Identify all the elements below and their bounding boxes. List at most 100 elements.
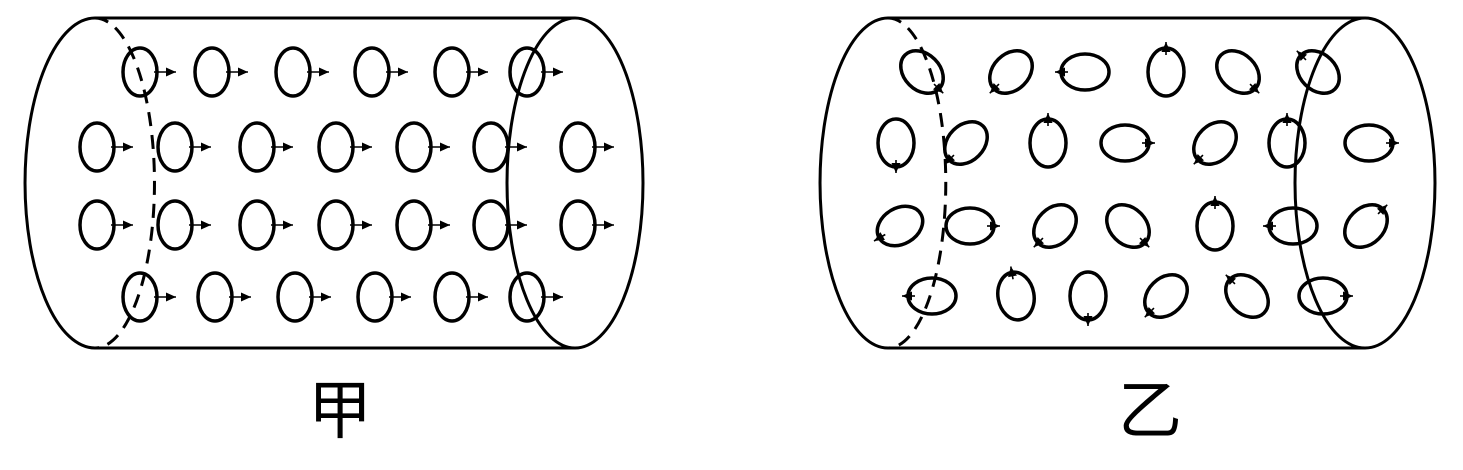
magnetic-domain [1263,206,1319,246]
magnetization-arrow-head [166,67,176,77]
magnetic-domain [559,121,614,173]
domain-loop [317,199,355,251]
magnetization-arrow-head [990,221,1000,231]
magnetic-domain [902,276,958,316]
magnetic-domain [78,121,133,173]
magnetic-domain [1143,273,1189,319]
domain-loop [274,46,312,98]
magnetization-arrow-head [283,220,293,230]
magnetic-domain [156,121,211,173]
magnetic-domain [899,49,945,95]
magnetization-arrow-head [932,82,944,94]
magnetization-arrow-head [1055,67,1065,77]
magnetization-arrow-head [362,220,372,230]
magnetization-arrow-head [123,142,133,152]
domain-loop [876,117,916,169]
domain-loop [1028,117,1068,169]
domain-loop [238,121,276,173]
magnetization-arrow-head [283,142,293,152]
magnetic-domain [1343,203,1389,249]
magnetic-domain [1028,113,1068,169]
cylinder-left-end-hidden [94,16,156,350]
domain-loop [508,46,546,98]
domain-loop [317,121,355,173]
magnetic-domain [1192,120,1238,166]
magnetization-arrow-head [478,292,488,302]
magnetization-arrow-head [1296,50,1308,62]
domain-loop [1195,200,1235,252]
magnetization-arrow-head [398,67,408,77]
domain-loop [78,121,116,173]
domain-loop [875,204,925,248]
magnetization-arrow-head [874,232,885,241]
domain-loop [156,121,194,173]
magnetic-domain [78,199,133,251]
magnetic-domain [1068,270,1108,326]
magnetization-arrow-head [1145,138,1155,148]
cylinder-left-end-front [23,16,96,350]
domain-loop [196,271,234,323]
magnetization-arrow-head [478,67,488,77]
magnetization-arrow-head [241,292,251,302]
magnetization-arrow-head [1033,236,1045,248]
domain-loop [1297,276,1349,316]
magnetic-domain [121,46,176,98]
domain-loop [1099,123,1151,163]
magnetization-arrow-head [321,292,331,302]
domain-loop [559,121,597,173]
domain-loop [121,271,159,323]
magnetization-arrow-head [604,142,614,152]
domain-loop [78,199,116,251]
magnetic-domain [1297,276,1353,316]
figure-label-jia: 甲 [308,375,372,449]
magnetic-domain [353,46,408,98]
magnetic-domain [1146,42,1186,98]
magnetization-arrow-head [1389,138,1399,148]
magnetic-domain [873,204,925,248]
magnetization-arrow-head [362,142,372,152]
domain-loop [276,271,314,323]
magnetic-domain [276,271,331,323]
magnetization-arrow-head [891,163,901,173]
cylinder-right-end [1293,16,1437,350]
magnetic-domain [472,121,527,173]
domain-loop [433,46,471,98]
magnetic-domain [238,199,293,251]
domain-loop [356,271,394,323]
magnetic-domain [1032,203,1078,249]
magnetization-arrow-head [944,153,956,165]
domain-loop [353,46,391,98]
magnetization-arrow-head [553,292,563,302]
domain-loop [156,199,194,251]
magnetic-domain [1295,49,1341,95]
magnetization-arrow-head [1138,236,1150,248]
magnetic-domain [196,271,251,323]
magnetization-arrow-head [1343,291,1353,301]
magnetization-arrow-head [1263,221,1273,231]
domain-loop [433,271,471,323]
magnetic-domain [876,117,916,173]
magnetic-domain [1099,123,1155,163]
cylinder-figure-random [818,16,1437,350]
magnetic-domain [156,199,211,251]
magnetization-arrow-head [517,220,527,230]
magnetic-domain [395,199,450,251]
magnetic-domain [433,46,488,98]
magnetization-arrow-head [553,67,563,77]
magnetization-arrow-head [1144,306,1156,318]
magnetic-domain [508,46,563,98]
cylinder-right-end [505,16,645,350]
cylinder-left-end-front [818,16,889,350]
domain-loop [193,46,231,98]
magnetic-domain [1195,196,1235,252]
magnetic-domain [944,206,1000,246]
domain-loop [1267,206,1319,246]
magnetic-domain [508,271,563,323]
magnetic-domain [472,199,527,251]
magnetization-arrow-head [517,142,527,152]
magnetic-domain [1215,49,1261,95]
domain-loop [1068,270,1108,322]
magnetization-arrow-head [238,67,248,77]
magnetization-arrow-head [1376,204,1388,216]
